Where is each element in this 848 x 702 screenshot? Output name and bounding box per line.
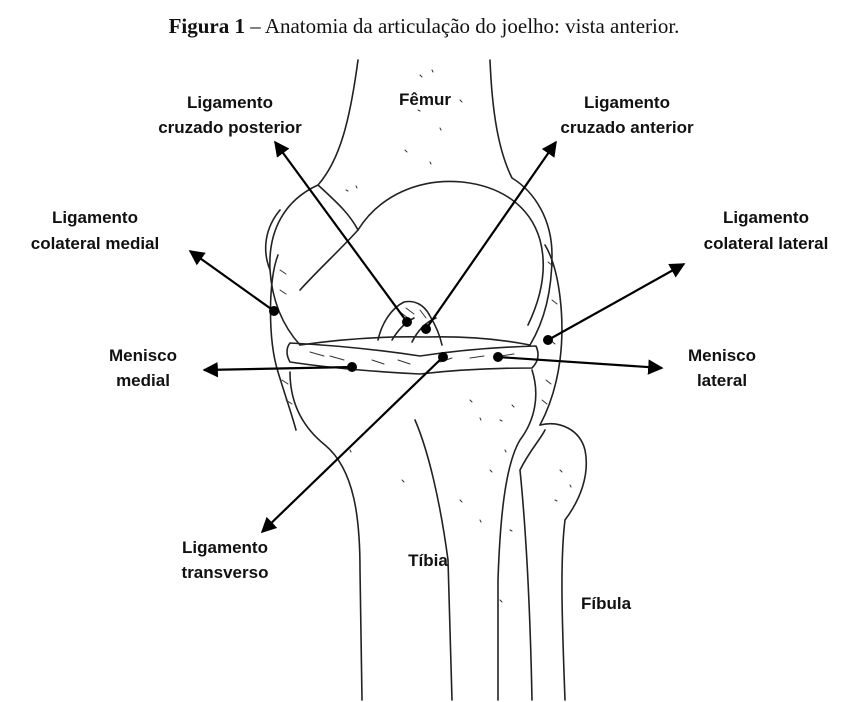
dot-lt [438, 352, 448, 362]
tibia-bone [290, 370, 536, 700]
dot-lca [421, 324, 431, 334]
pointer-lca [426, 142, 556, 329]
dot-mm [347, 362, 357, 372]
label-lcp-line2: cruzado posterior [158, 118, 302, 137]
label-lcp-line1: Ligamento [187, 93, 273, 112]
label-mm-line1: Menisco [109, 346, 177, 365]
label-lca-line2: cruzado anterior [560, 118, 694, 137]
pointer-lt [262, 357, 443, 532]
pointer-mm [204, 367, 352, 370]
pointer-ml [498, 357, 662, 368]
label-mm-line2: medial [116, 371, 170, 390]
label-lcl-line2: colateral lateral [704, 234, 829, 253]
label-femur: Fêmur [399, 90, 451, 109]
pointer-lcl [548, 264, 684, 340]
anatomy-labels: Fêmur Ligamento cruzado posterior Ligame… [31, 90, 829, 613]
label-ml-line1: Menisco [688, 346, 756, 365]
label-lt-line1: Ligamento [182, 538, 268, 557]
pointer-lcp [275, 142, 407, 322]
label-lt-line2: transverso [182, 563, 269, 582]
pointer-lcm [190, 251, 274, 311]
fibula-bone [520, 424, 586, 700]
dot-ml [493, 352, 503, 362]
dot-lcl [543, 335, 553, 345]
label-lcm-line2: colateral medial [31, 234, 160, 253]
label-lcm-line1: Ligamento [52, 208, 138, 227]
label-fibula: Fíbula [581, 594, 632, 613]
label-lca-line1: Ligamento [584, 93, 670, 112]
dot-lcm [269, 306, 279, 316]
label-tibia: Tíbia [408, 551, 448, 570]
dot-lcp [402, 317, 412, 327]
label-ml-line2: lateral [697, 371, 747, 390]
label-lcl-line1: Ligamento [723, 208, 809, 227]
